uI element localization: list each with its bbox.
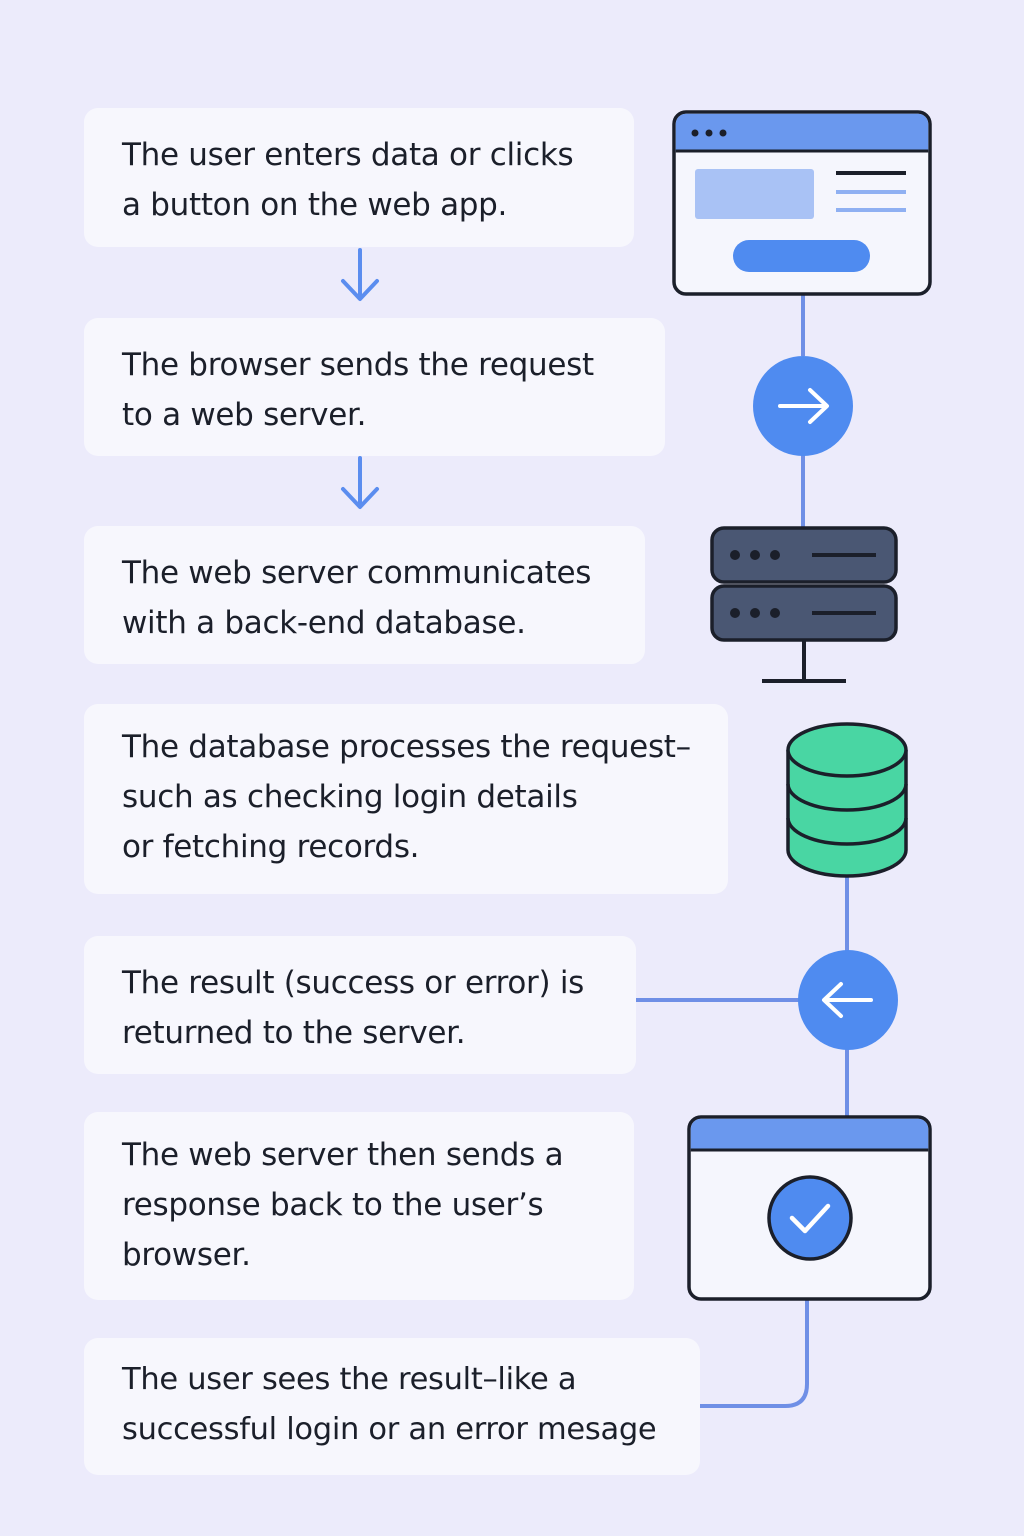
connector-lines [636, 294, 849, 1408]
step-card-4: The database processes the request– such… [84, 704, 728, 894]
step-6-line-1: The web server then sends a [122, 1137, 564, 1173]
step-card-5: The result (success or error) is returne… [84, 936, 636, 1074]
step-5-line-2: returned to the server. [122, 1015, 466, 1051]
connector-window-to-card [700, 1300, 809, 1408]
server-rack-icon [710, 526, 898, 683]
step-6-line-2: response back to the user’s [122, 1187, 544, 1223]
step-card-2: The browser sends the request to a web s… [84, 318, 665, 456]
step-1-line-1: The user enters data or clicks [122, 137, 574, 173]
step-1-line-2: a button on the web app. [122, 187, 508, 223]
step-2-line-2: to a web server. [122, 397, 367, 433]
step-5-line-1: The result (success or error) is [122, 965, 584, 1001]
arrow-left-icon [798, 950, 898, 1050]
step-7-line-1: The user sees the result–like a [122, 1362, 577, 1397]
step-4-line-3: or fetching records. [122, 829, 420, 865]
step-card-7: The user sees the result–like a successf… [84, 1338, 700, 1475]
down-arrow-icon [341, 248, 379, 301]
arrow-right-icon [753, 356, 853, 456]
web-app-window-icon [672, 110, 932, 296]
step-card-3: The web server communicates with a back-… [84, 526, 645, 664]
step-4-line-2: such as checking login details [122, 779, 578, 815]
step-2-line-1: The browser sends the request [122, 347, 594, 383]
success-window-icon [687, 1115, 932, 1301]
database-icon [786, 722, 908, 878]
step-3-line-2: with a back-end database. [122, 605, 526, 641]
step-card-6: The web server then sends a response bac… [84, 1112, 634, 1300]
step-4-line-1: The database processes the request– [122, 729, 691, 765]
down-arrow-icon [341, 456, 379, 509]
step-7-line-2: successful login or an error mesage [122, 1412, 657, 1447]
step-card-1: The user enters data or clicks a button … [84, 108, 634, 247]
step-3-line-1: The web server communicates [122, 555, 592, 591]
step-6-line-3: browser. [122, 1237, 251, 1273]
